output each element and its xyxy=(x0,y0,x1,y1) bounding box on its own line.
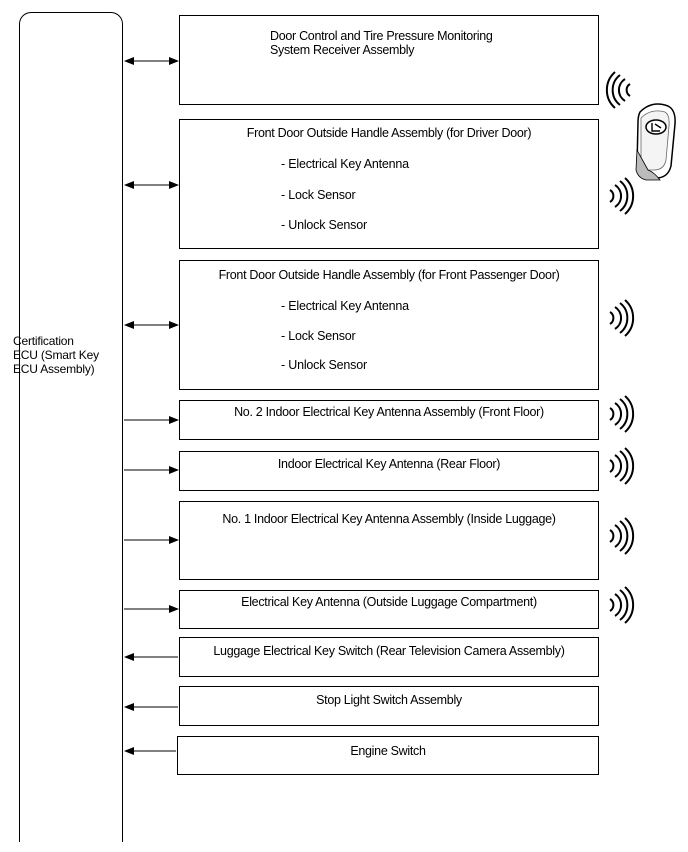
box-title: Front Door Outside Handle Assembly (for … xyxy=(218,268,560,282)
box-title: Engine Switch xyxy=(350,744,426,758)
stop-light-switch-box: Stop Light Switch Assembly xyxy=(179,686,599,726)
antenna-wave-icon xyxy=(609,447,635,485)
antenna-wave-icon xyxy=(609,299,635,337)
luggage-key-switch-box: Luggage Electrical Key Switch (Rear Tele… xyxy=(179,637,599,677)
key-wave-icon xyxy=(605,71,631,109)
box-title: Stop Light Switch Assembly xyxy=(316,693,462,707)
sub-item: - Unlock Sensor xyxy=(281,218,367,232)
certification-ecu-block xyxy=(19,12,123,842)
sub-item: - Lock Sensor xyxy=(281,188,356,202)
sub-item: - Electrical Key Antenna xyxy=(281,157,409,171)
passenger-door-handle-box: Front Door Outside Handle Assembly (for … xyxy=(179,260,599,390)
sub-item: - Electrical Key Antenna xyxy=(281,299,409,313)
inside-luggage-antenna-box: No. 1 Indoor Electrical Key Antenna Asse… xyxy=(179,501,599,580)
box-title: Indoor Electrical Key Antenna (Rear Floo… xyxy=(277,457,501,471)
driver-door-handle-box: Front Door Outside Handle Assembly (for … xyxy=(179,119,599,249)
box-title: Electrical Key Antenna (Outside Luggage … xyxy=(241,595,537,609)
box-title: Luggage Electrical Key Switch (Rear Tele… xyxy=(213,644,565,658)
rear-floor-antenna-box: Indoor Electrical Key Antenna (Rear Floo… xyxy=(179,451,599,491)
antenna-wave-icon xyxy=(609,395,635,433)
outside-luggage-antenna-box: Electrical Key Antenna (Outside Luggage … xyxy=(179,590,599,629)
front-floor-antenna-box: No. 2 Indoor Electrical Key Antenna Asse… xyxy=(179,400,599,440)
sub-item: - Unlock Sensor xyxy=(281,358,367,372)
sub-item: - Lock Sensor xyxy=(281,329,356,343)
ecu-label: Certification ECU (Smart Key ECU Assembl… xyxy=(13,334,99,376)
engine-switch-box: Engine Switch xyxy=(177,736,599,775)
antenna-wave-icon xyxy=(609,177,635,215)
box-title: Front Door Outside Handle Assembly (for … xyxy=(246,126,532,140)
box-title: No. 2 Indoor Electrical Key Antenna Asse… xyxy=(234,405,544,419)
antenna-wave-icon xyxy=(609,517,635,555)
receiver-assembly-box: Door Control and Tire Pressure Monitorin… xyxy=(179,15,599,105)
smart-key-fob-icon xyxy=(635,103,676,181)
box-title: No. 1 Indoor Electrical Key Antenna Asse… xyxy=(222,512,556,526)
antenna-wave-icon xyxy=(609,586,635,624)
box-title: Door Control and Tire Pressure Monitorin… xyxy=(270,29,493,57)
